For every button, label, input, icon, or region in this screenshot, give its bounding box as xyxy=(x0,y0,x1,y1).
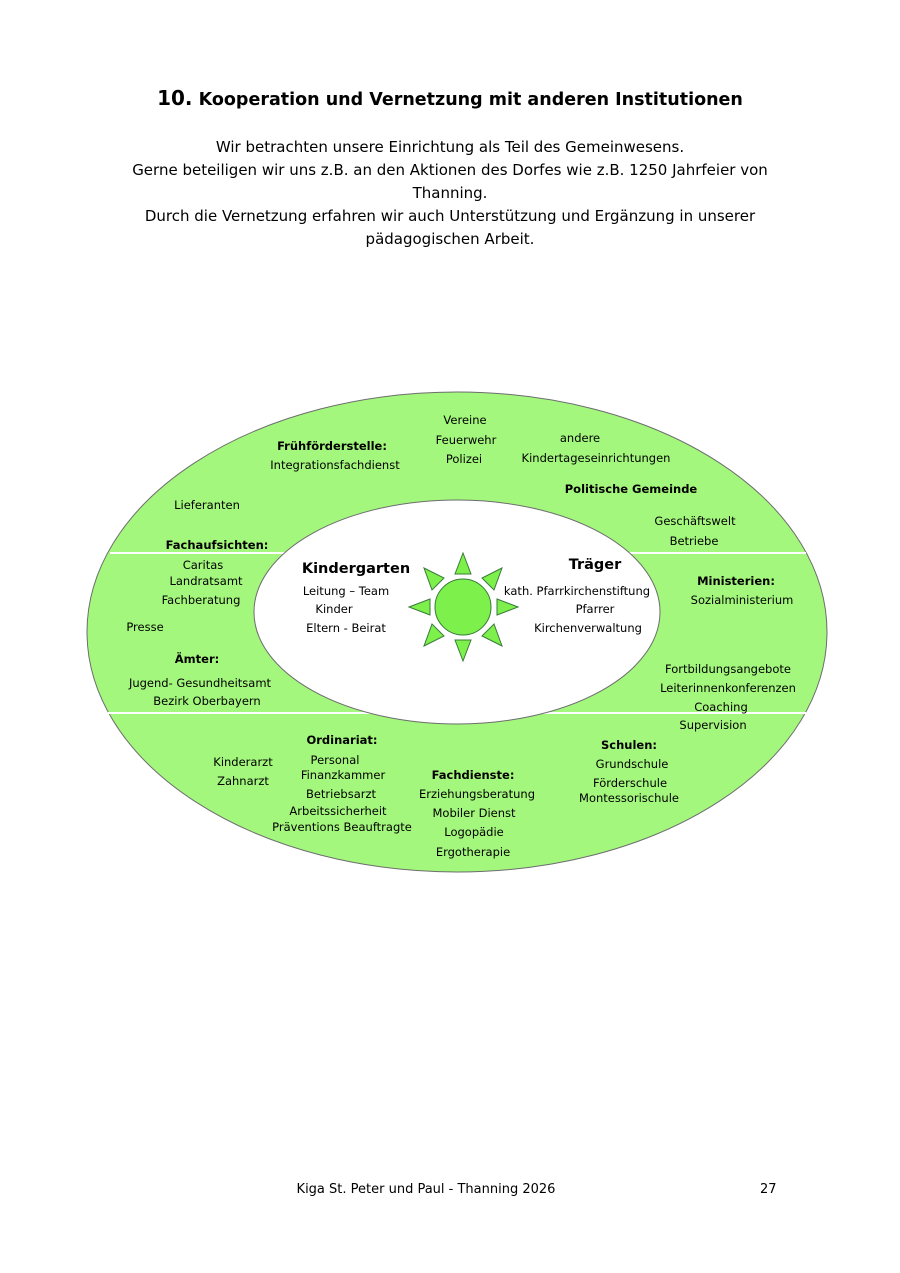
lieferanten-label: Lieferanten xyxy=(174,498,240,512)
fachaufsichten-item: Landratsamt xyxy=(169,574,243,588)
page-number: 27 xyxy=(760,1182,777,1197)
intro-line: Thanning. xyxy=(412,184,488,202)
politische-gemeinde-label: Politische Gemeinde xyxy=(564,482,698,496)
ordinariat-item: Arbeitssicherheit xyxy=(289,804,387,818)
traeger-item: kath. Pfarrkirchenstiftung xyxy=(503,584,651,598)
schulen-heading: Schulen: xyxy=(600,738,658,752)
fortbildung-item: Supervision xyxy=(679,718,747,732)
section-number: 10. xyxy=(157,86,193,110)
fachdienste-heading: Fachdienste: xyxy=(431,768,515,782)
sun-icon xyxy=(407,551,520,663)
section-title: Kooperation und Vernetzung mit anderen I… xyxy=(198,90,743,110)
vereine-item: Feuerwehr xyxy=(435,433,497,447)
aemter-heading: Ämter: xyxy=(174,652,220,666)
fruehfoerderstelle-heading: Frühförderstelle: xyxy=(277,439,387,453)
geschaeftswelt-item: Geschäftswelt xyxy=(654,514,736,528)
fachaufsichten-item: Caritas xyxy=(182,558,224,572)
fortbildung-item: Coaching xyxy=(694,700,748,714)
schulen-item: Grundschule xyxy=(595,757,669,771)
schulen-item: Montessorischule xyxy=(579,791,679,805)
aerzte-item: Zahnarzt xyxy=(217,774,269,788)
vereine-item: Polizei xyxy=(445,452,483,466)
kindergarten-title: Kindergarten xyxy=(301,561,411,577)
fachdienste-item: Mobiler Dienst xyxy=(432,806,516,820)
aerzte-item: Kinderarzt xyxy=(213,755,273,769)
traeger-title: Träger xyxy=(568,557,622,573)
fachdienste-item: Ergotherapie xyxy=(435,845,511,859)
intro-line: pädagogischen Arbeit. xyxy=(365,230,535,248)
fachaufsichten-heading: Fachaufsichten: xyxy=(165,538,269,552)
aemter-item: Jugend- Gesundheitsamt xyxy=(128,676,272,690)
kindergarten-item: Leitung – Team xyxy=(302,584,390,598)
footer-text: Kiga St. Peter und Paul - Thanning 2026 xyxy=(296,1182,556,1197)
fortbildung-item: Fortbildungsangebote xyxy=(665,662,791,676)
ordinariat-heading: Ordinariat: xyxy=(306,733,378,747)
ministerien-item: Sozialministerium xyxy=(690,593,794,607)
vereine-item: Vereine xyxy=(443,413,487,427)
traeger-item: Pfarrer xyxy=(575,602,615,616)
fortbildung-item: Leiterinnenkonferenzen xyxy=(660,681,796,695)
ordinariat-item: Betriebsarzt xyxy=(305,787,377,801)
kindergarten-item: Eltern - Beirat xyxy=(306,621,386,635)
intro-line: Wir betrachten unsere Einrichtung als Te… xyxy=(215,138,685,156)
geschaeftswelt-item: Betriebe xyxy=(669,534,719,548)
ministerien-heading: Ministerien: xyxy=(697,574,775,588)
intro-line: Durch die Vernetzung erfahren wir auch U… xyxy=(144,207,756,225)
kindergarten-item: Kinder xyxy=(315,602,353,616)
fachdienste-item: Erziehungsberatung xyxy=(419,787,535,801)
page-title: 10. Kooperation und Vernetzung mit ander… xyxy=(0,86,900,110)
fachdienste-item: Logopädie xyxy=(444,825,504,839)
ordinariat-item: Finanzkammer xyxy=(300,768,386,782)
andere-item: Kindertageseinrichtungen xyxy=(521,451,671,465)
presse-label: Presse xyxy=(126,620,164,634)
intro-paragraph: Wir betrachten unsere Einrichtung als Te… xyxy=(120,136,780,251)
fachaufsichten-item: Fachberatung xyxy=(161,593,241,607)
fruehfoerderstelle-item: Integrationsfachdienst xyxy=(270,458,400,472)
schulen-item: Förderschule xyxy=(592,776,668,790)
intro-line: Gerne beteiligen wir uns z.B. an den Akt… xyxy=(132,161,768,179)
ordinariat-item: Präventions Beauftragte xyxy=(272,820,412,834)
aemter-item: Bezirk Oberbayern xyxy=(153,694,261,708)
ordinariat-item: Personal xyxy=(310,753,360,767)
andere-item: andere xyxy=(559,431,601,445)
traeger-item: Kirchenverwaltung xyxy=(534,621,642,635)
